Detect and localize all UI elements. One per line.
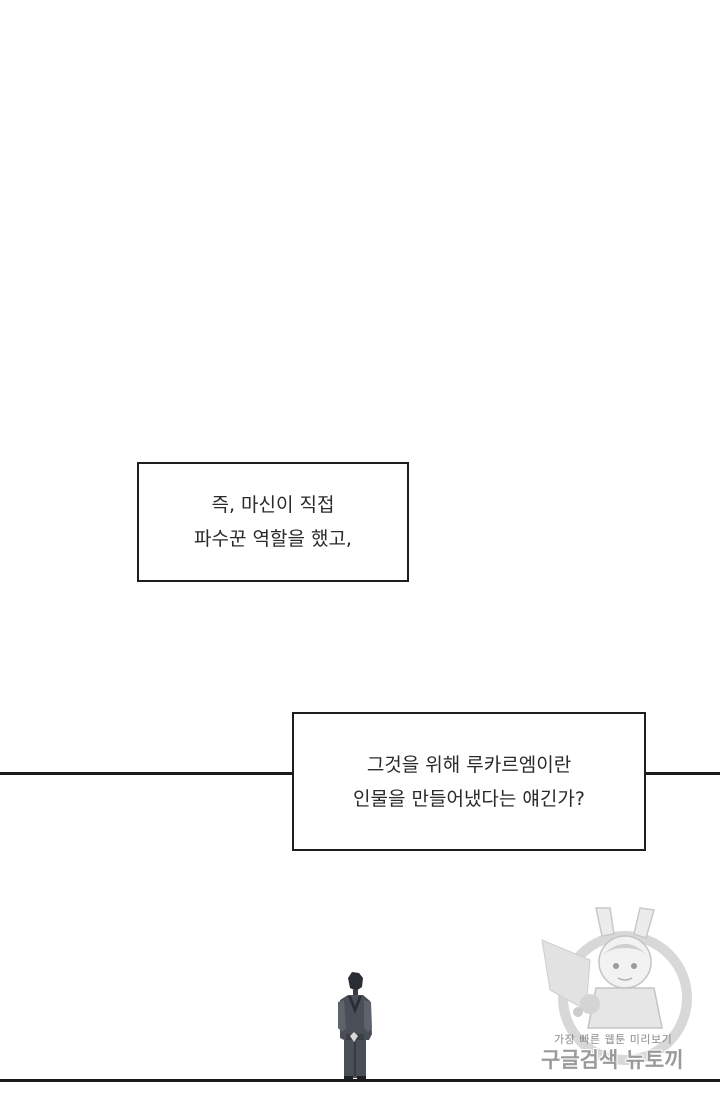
narration-line: 그것을 위해 루카르엠이란: [366, 753, 572, 776]
horizon-line-right: [644, 772, 720, 775]
watermark-mascot-icon: [541, 907, 692, 1065]
standing-figure-illustration: [338, 972, 372, 1080]
narration-line: 인물을 만들어냈다는 얘긴가?: [353, 787, 585, 810]
horizon-line-left: [0, 772, 294, 775]
narration-line: 즉, 마신이 직접: [211, 494, 335, 516]
narration-box-1: 즉, 마신이 직접 파수꾼 역할을 했고,: [137, 462, 409, 582]
narration-line: 파수꾼 역할을 했고,: [194, 528, 352, 550]
watermark-name: 구글검색 뉴토끼: [541, 1048, 684, 1072]
ground-line: [0, 1079, 720, 1082]
narration-box-2: 그것을 위해 루카르엠이란 인물을 만들어냈다는 얘긴가?: [292, 712, 646, 851]
watermark-tagline: 가장 빠른 웹툰 미리보기: [554, 1033, 673, 1046]
